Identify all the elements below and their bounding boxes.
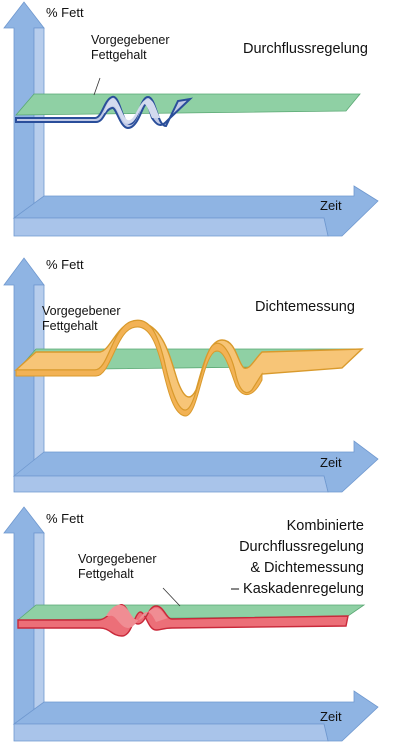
annotation-line-2: Fettgehalt	[42, 319, 98, 333]
panel-title-line-1: Kombinierte	[287, 518, 364, 534]
annotation-pointer	[93, 77, 101, 96]
panel-2-bands	[14, 319, 364, 417]
panel-dichtemessung: % Fett Vorgegebener Fettgehalt Dichtemes…	[3, 257, 379, 493]
annotation-line-2: Fettgehalt	[91, 48, 147, 62]
y-axis-label: % Fett	[46, 5, 84, 20]
x-axis-face	[13, 475, 329, 493]
panel-kaskadenregelung: % Fett Vorgegebener Fettgehalt Kombinier…	[3, 506, 379, 742]
y-axis-label: % Fett	[46, 511, 84, 526]
panel-title: Durchflussregelung	[243, 41, 368, 57]
y-axis-label: % Fett	[46, 257, 84, 272]
annotation-pointer	[162, 587, 181, 607]
annotation-line-2: Fettgehalt	[78, 567, 134, 581]
panel-3-bands	[16, 604, 366, 637]
panel-title-line-4: – Kaskadenregelung	[231, 581, 364, 597]
annotation-line-1: Vorgegebener	[91, 33, 170, 47]
x-axis-face	[13, 723, 329, 742]
x-axis-label: Zeit	[320, 455, 342, 470]
panel-1-bands	[15, 93, 361, 130]
process-band-front	[15, 319, 263, 417]
panel-title-line-3: & Dichtemessung	[250, 560, 364, 576]
process-wave-highlight	[106, 604, 168, 628]
x-axis-face	[13, 217, 329, 237]
panel-title-line-2: Durchflussregelung	[239, 539, 364, 555]
setpoint-band	[15, 93, 361, 116]
panel-durchflussregelung: % Fett Vorgegebener Fettgehalt Durchflus…	[3, 1, 379, 237]
process-wave-highlight	[104, 98, 160, 124]
x-axis-label: Zeit	[320, 709, 342, 724]
annotation-line-1: Vorgegebener	[42, 304, 121, 318]
annotation-line-1: Vorgegebener	[78, 552, 157, 566]
x-axis-label: Zeit	[320, 198, 342, 213]
panel-1-axes	[3, 1, 379, 237]
panel-title: Dichtemessung	[255, 299, 355, 315]
